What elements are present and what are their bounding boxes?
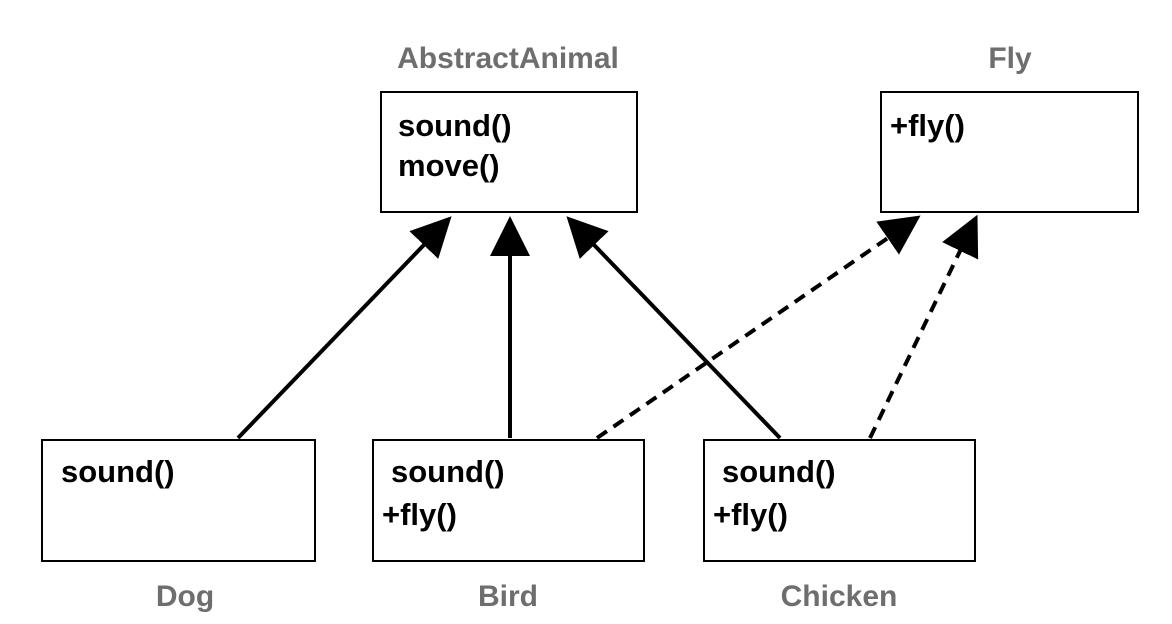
class-box-bird: sound() +fly()	[372, 439, 645, 562]
class-box-chicken: sound() +fly()	[703, 439, 976, 562]
method-fly: +fly()	[890, 108, 965, 143]
class-title-bird: Bird	[478, 580, 538, 613]
class-title-chicken: Chicken	[780, 580, 898, 613]
arrow-chicken-to-abstractanimal	[566, 216, 782, 440]
arrow-bird-to-fly	[595, 215, 921, 440]
method-sound: sound()	[722, 454, 836, 489]
method-sound: sound()	[398, 108, 512, 143]
class-title-abstractanimal: AbstractAnimal	[397, 42, 619, 75]
arrow-dog-to-abstractanimal	[236, 216, 452, 440]
class-title-fly: Fly	[988, 42, 1032, 75]
arrow-chicken-to-fly	[868, 214, 979, 439]
class-box-dog: sound()	[41, 439, 316, 562]
class-box-abstractanimal: sound() move()	[380, 91, 638, 213]
class-box-fly: +fly()	[880, 91, 1139, 213]
class-title-dog: Dog	[155, 580, 215, 613]
method-move: move()	[398, 148, 500, 183]
method-sound: sound()	[61, 454, 175, 489]
method-fly: +fly()	[382, 497, 457, 532]
method-fly: +fly()	[713, 497, 788, 532]
method-sound: sound()	[391, 454, 505, 489]
